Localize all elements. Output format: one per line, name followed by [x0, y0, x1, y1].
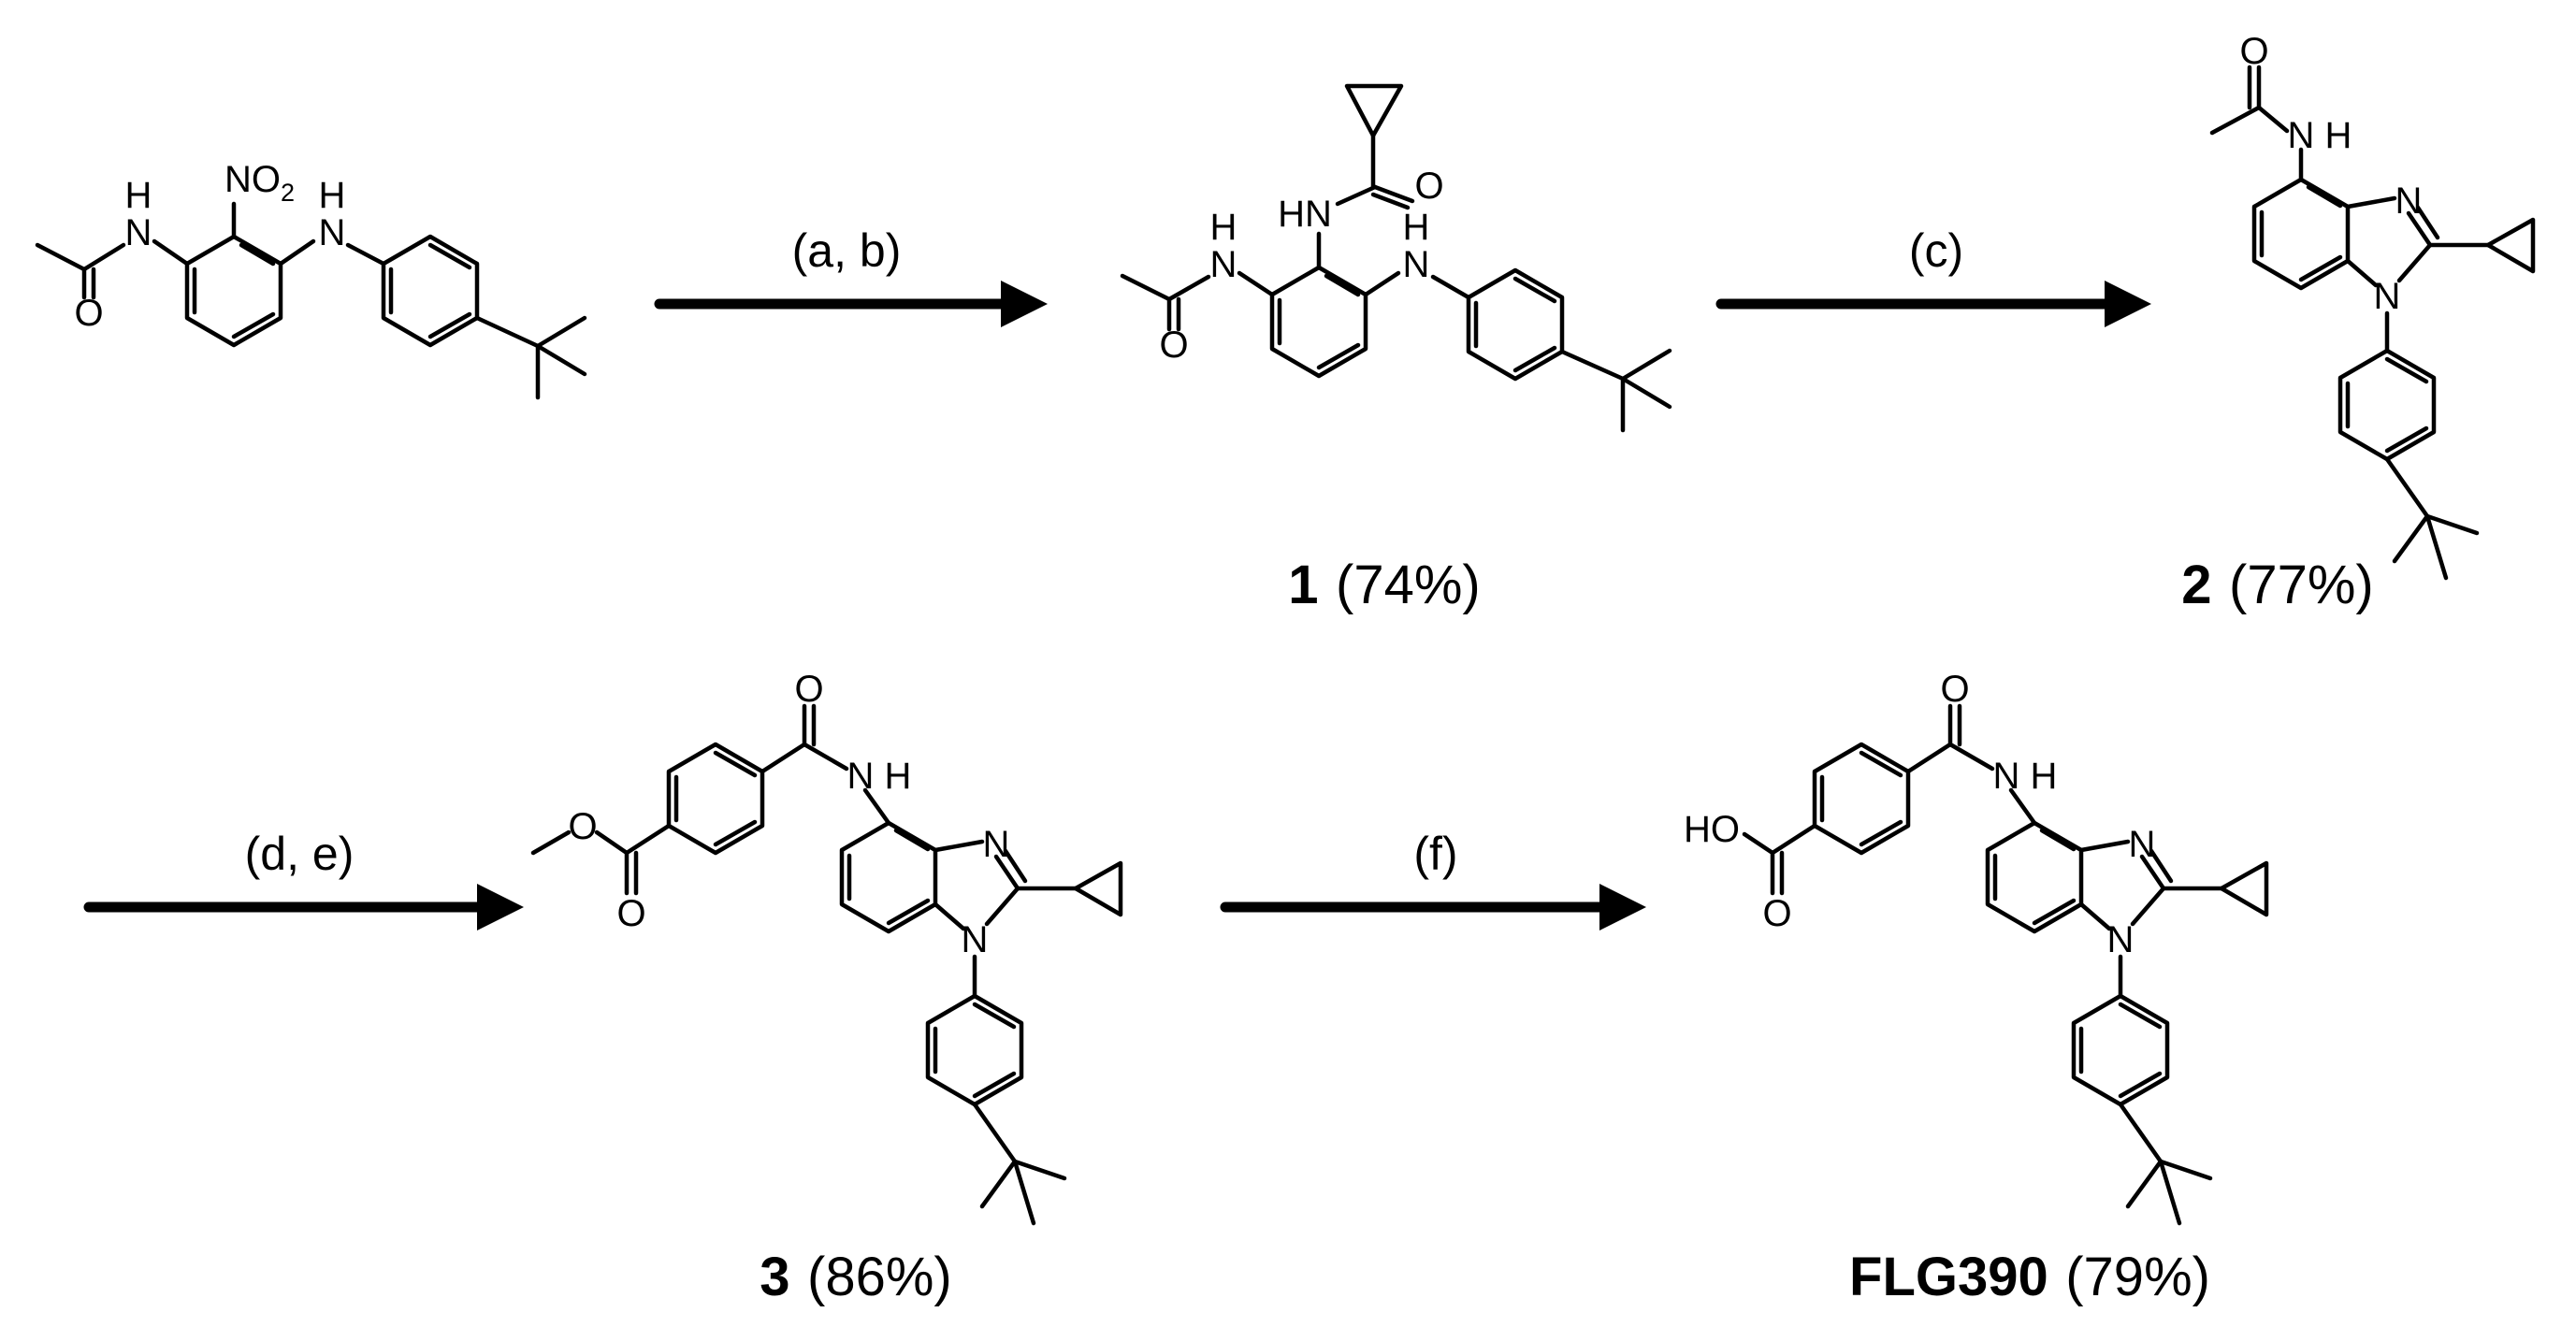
reaction-arrow-3: [83, 884, 524, 930]
compound-2-yield: (77%): [2229, 555, 2374, 615]
atom-n: N: [1210, 244, 1237, 285]
atom-h: H: [2031, 756, 2058, 797]
atom-hn: HN: [1278, 194, 1332, 235]
atom-n: N: [1403, 244, 1430, 285]
compound-3-yield: (86%): [807, 1247, 952, 1307]
atom-o: O: [616, 893, 645, 934]
step-1-conditions: (a, b): [792, 224, 902, 277]
reaction-arrow-1: [654, 281, 1048, 327]
atom-n-aryl: N: [962, 919, 989, 960]
compound-1-id: 1: [1288, 555, 1318, 615]
atom-h: H: [2325, 115, 2352, 156]
compound-3-structure: O N H O O N N: [530, 669, 1123, 1226]
atom-h: H: [1210, 207, 1237, 248]
atom-h: H: [885, 756, 912, 797]
atom-o: O: [1940, 669, 1969, 710]
atom-o: O: [74, 293, 103, 334]
atom-n: N: [1993, 756, 2020, 797]
atom-h: H: [1403, 207, 1430, 248]
flg390-label: FLG390 (79%): [1849, 1247, 2210, 1307]
atom-o: O: [794, 669, 823, 710]
starting-material-structure: N H O NO2 N H: [35, 159, 587, 400]
atom-n: N: [319, 212, 346, 253]
atom-n-imine: N: [2129, 824, 2156, 865]
atom-h: H: [319, 175, 346, 216]
compound-1-yield: (74%): [1336, 555, 1481, 615]
reaction-arrow-4: [1220, 884, 1646, 930]
compound-2-id: 2: [2181, 555, 2211, 615]
atom-o: O: [1414, 166, 1443, 207]
atom-no: NO: [224, 159, 281, 200]
flg390-structure: O N H O HO N N: [1684, 669, 2269, 1226]
step-3-conditions: (d, e): [245, 828, 355, 880]
compound-2-structure: N H O N N: [2209, 31, 2536, 581]
atom-n-aryl: N: [2107, 919, 2135, 960]
step-2-conditions: (c): [1909, 224, 1963, 277]
compound-1-structure: N H O HN O N H: [1120, 83, 1672, 433]
compound-2-label: 2 (77%): [2181, 555, 2373, 615]
flg390-yield: (79%): [2065, 1247, 2210, 1307]
atom-h: H: [125, 175, 152, 216]
flg390-id: FLG390: [1849, 1247, 2048, 1307]
atom-n-imine: N: [2395, 180, 2423, 222]
atom-n-imine: N: [983, 824, 1010, 865]
atom-o: O: [2239, 31, 2268, 72]
atom-n-aryl: N: [2374, 276, 2401, 317]
atom-n: N: [125, 212, 152, 253]
atom-n: N: [2288, 115, 2315, 156]
atom-no2: NO2: [224, 159, 295, 207]
atom-o: O: [1762, 893, 1791, 934]
atom-n: N: [847, 756, 875, 797]
compound-3-label: 3 (86%): [760, 1247, 951, 1307]
compound-1-label: 1 (74%): [1288, 555, 1480, 615]
compound-3-id: 3: [760, 1247, 789, 1307]
atom-ho: HO: [1684, 809, 1740, 850]
atom-o: O: [1159, 325, 1188, 366]
step-4-conditions: (f): [1413, 828, 1457, 880]
atom-subscript-2: 2: [281, 179, 295, 207]
atom-o: O: [568, 806, 597, 847]
reaction-arrow-2: [1715, 281, 2151, 327]
